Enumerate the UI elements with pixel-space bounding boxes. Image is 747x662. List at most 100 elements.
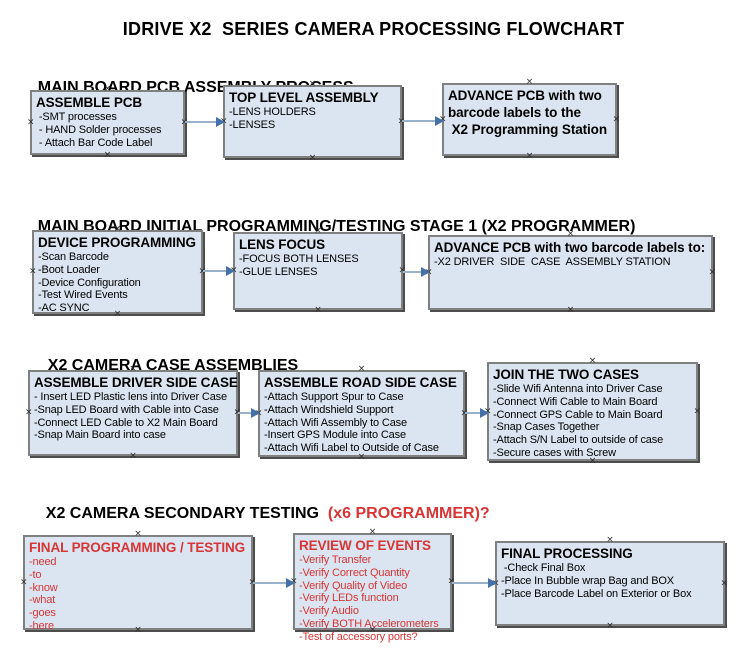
box-items: -Slide Wifi Antenna into Driver Case-Con… — [493, 383, 692, 460]
box-item: -Verify LEDs function — [299, 592, 399, 605]
box-item: -Secure cases with Screw — [493, 446, 616, 459]
box-item: -Test of accessory ports? — [299, 630, 418, 643]
box-title: ADVANCE PCB with two barcode labels to t… — [448, 88, 607, 137]
box-title: REVIEW OF EVENTS — [299, 538, 431, 553]
connector-anchor-icon: × — [103, 150, 112, 160]
box-item: -Test Wired Events — [38, 289, 128, 302]
connector-arrow-icon — [203, 266, 235, 276]
section-heading-secondary-testing: X2 CAMERA SECONDARY TESTING (x6 PROGRAMM… — [28, 487, 490, 541]
box-item: -to — [29, 568, 42, 581]
flow-box-final-programming-testing: FINAL PROGRAMMING / TESTING -need-to-kno… — [20, 530, 256, 635]
connector-anchor-icon: × — [606, 535, 614, 545]
box-title: FINAL PROGRAMMING / TESTING — [29, 540, 246, 555]
box-item: -here — [29, 619, 54, 632]
connector-arrow-icon — [238, 408, 260, 418]
box-item: -Device Configuration — [38, 276, 141, 289]
box-items: -LENS HOLDERS-LENSES — [229, 106, 396, 132]
connector-anchor-icon: × — [525, 151, 534, 161]
box-title: FINAL PROCESSING — [501, 546, 633, 561]
section-heading-text: X2 CAMERA CASE ASSEMBLIES — [47, 357, 299, 374]
box-item: -SMT processes — [36, 111, 117, 123]
connector-anchor-icon: × — [27, 117, 35, 127]
box-items: -Check Final Box-Place In Bubble wrap Ba… — [501, 562, 719, 600]
flow-box-advance-pcb-case-assembly: ADVANCE PCB with two barcode labels to: … — [425, 230, 716, 315]
box-items: -need-to-know-what-goes-here — [29, 556, 247, 633]
connector-anchor-icon: × — [606, 621, 614, 631]
box-item: -Attach S/N Label to outside of case — [493, 434, 664, 447]
connector-anchor-icon: × — [708, 267, 716, 277]
connector-arrow-icon — [403, 267, 430, 277]
box-items: -Verify Transfer-Verify Correct Quantity… — [299, 554, 446, 644]
page-title: IDRIVE X2 SERIES CAMERA PROCESSING FLOWC… — [122, 19, 625, 39]
connector-anchor-icon: × — [20, 577, 28, 587]
connector-anchor-icon: × — [566, 305, 575, 315]
box-title: ADVANCE PCB with two barcode labels to: — [434, 240, 706, 255]
box-item: -need — [29, 556, 57, 568]
flow-box-assemble-driver-side-case: ASSEMBLE DRIVER SIDE CASE - Insert LED P… — [25, 365, 241, 461]
box-item: -Connect GPS Cable to Main Board — [493, 408, 663, 421]
box-item: -know — [29, 581, 58, 594]
box-item: -Verify Transfer — [299, 554, 372, 566]
box-item: -X2 DRIVER SIDE CASE ASSEMBLY STATION — [434, 256, 671, 268]
connector-arrow-icon — [402, 116, 444, 126]
box-item: -Verify BOTH Accelerometers — [299, 617, 439, 630]
flow-box-assemble-road-side-case: ASSEMBLE ROAD SIDE CASE -Attach Support … — [255, 365, 468, 462]
box-item: -FOCUS BOTH LENSES — [239, 253, 359, 265]
box-item: -Place In Bubble wrap Bag and BOX — [501, 574, 674, 587]
box-item: -Scan Barcode — [38, 251, 109, 263]
box-item: - Insert LED Plastic lens into Driver Ca… — [34, 391, 227, 403]
box-item: -Verify Quality of Video — [299, 579, 408, 592]
box-item: -AC SYNC — [38, 302, 90, 315]
connector-anchor-icon: × — [612, 114, 620, 124]
connector-anchor-icon: × — [308, 153, 317, 163]
box-title: ASSEMBLE ROAD SIDE CASE — [264, 375, 457, 390]
connector-arrow-icon — [452, 578, 497, 588]
box-item: -LENSES — [229, 118, 276, 131]
box-item: -LENS HOLDERS — [229, 106, 316, 118]
flow-box-device-programming: DEVICE PROGRAMMING -Scan Barcode-Boot Lo… — [29, 225, 206, 319]
box-item: -GLUE LENSES — [239, 265, 318, 278]
box-item: -Place Barcode Label on Exterior or Box — [501, 587, 692, 600]
box-item: -Snap Main Board into case — [34, 429, 166, 442]
box-item: -Connect LED Cable to X2 Main Board — [34, 416, 218, 429]
box-item: -Slide Wifi Antenna into Driver Case — [493, 383, 663, 395]
box-item: -what — [29, 594, 56, 607]
box-title: ASSEMBLE DRIVER SIDE CASE — [34, 375, 238, 390]
flow-box-review-of-events: REVIEW OF EVENTS -Verify Transfer-Verify… — [290, 528, 455, 643]
box-item: -Insert GPS Module into Case — [264, 429, 406, 442]
connector-anchor-icon: × — [720, 578, 728, 588]
connector-anchor-icon: × — [129, 451, 137, 461]
box-title: LENS FOCUS — [239, 237, 326, 252]
flow-box-top-level-assembly: TOP LEVEL ASSEMBLY -LENS HOLDERS-LENSES … — [220, 80, 405, 163]
connector-anchor-icon: × — [588, 356, 597, 366]
connector-anchor-icon: × — [693, 406, 701, 416]
box-item: -Boot Loader — [38, 263, 100, 276]
box-item: -Connect Wifi Cable to Main Board — [493, 395, 658, 408]
connector-anchor-icon: × — [29, 266, 37, 277]
connector-arrow-icon — [465, 408, 489, 418]
flow-box-final-processing: FINAL PROCESSING -Check Final Box-Place … — [492, 536, 728, 631]
flow-box-advance-pcb-programming-station: ADVANCE PCB with two barcode labels to t… — [439, 78, 620, 161]
box-item: -Attach Support Spur to Case — [264, 391, 404, 403]
box-item: - Attach Bar Code Label — [36, 136, 153, 149]
section-heading-red-text: (x6 PROGRAMMER)? — [319, 505, 490, 522]
box-item: - HAND Solder processes — [36, 123, 162, 136]
box-item: -Attach Windshield Support — [264, 403, 394, 416]
box-item: -Snap Cases Together — [493, 421, 600, 434]
box-item: -Attach Wifi Assembly to Case — [264, 416, 407, 429]
box-items: -X2 DRIVER SIDE CASE ASSEMBLY STATION — [434, 256, 707, 269]
connector-anchor-icon: × — [25, 407, 33, 418]
box-item: -Snap LED Board with Cable into Case — [34, 403, 219, 416]
box-items: -Attach Support Spur to Case-Attach Wind… — [264, 391, 459, 455]
box-title: DEVICE PROGRAMMING — [38, 235, 196, 250]
connector-anchor-icon: × — [357, 364, 366, 374]
box-items: -FOCUS BOTH LENSES-GLUE LENSES — [239, 253, 397, 279]
flow-box-lens-focus: LENS FOCUS -FOCUS BOTH LENSES-GLUE LENSE… — [230, 227, 406, 315]
box-title: ASSEMBLE PCB — [36, 95, 143, 110]
box-item: -Verify Correct Quantity — [299, 566, 410, 579]
box-title: JOIN THE TWO CASES — [493, 367, 639, 382]
section-heading-text: X2 CAMERA SECONDARY TESTING — [45, 505, 319, 522]
section-heading-case-assemblies: X2 CAMERA CASE ASSEMBLIES — [30, 339, 298, 393]
box-items: - Insert LED Plastic lens into Driver Ca… — [34, 391, 232, 442]
